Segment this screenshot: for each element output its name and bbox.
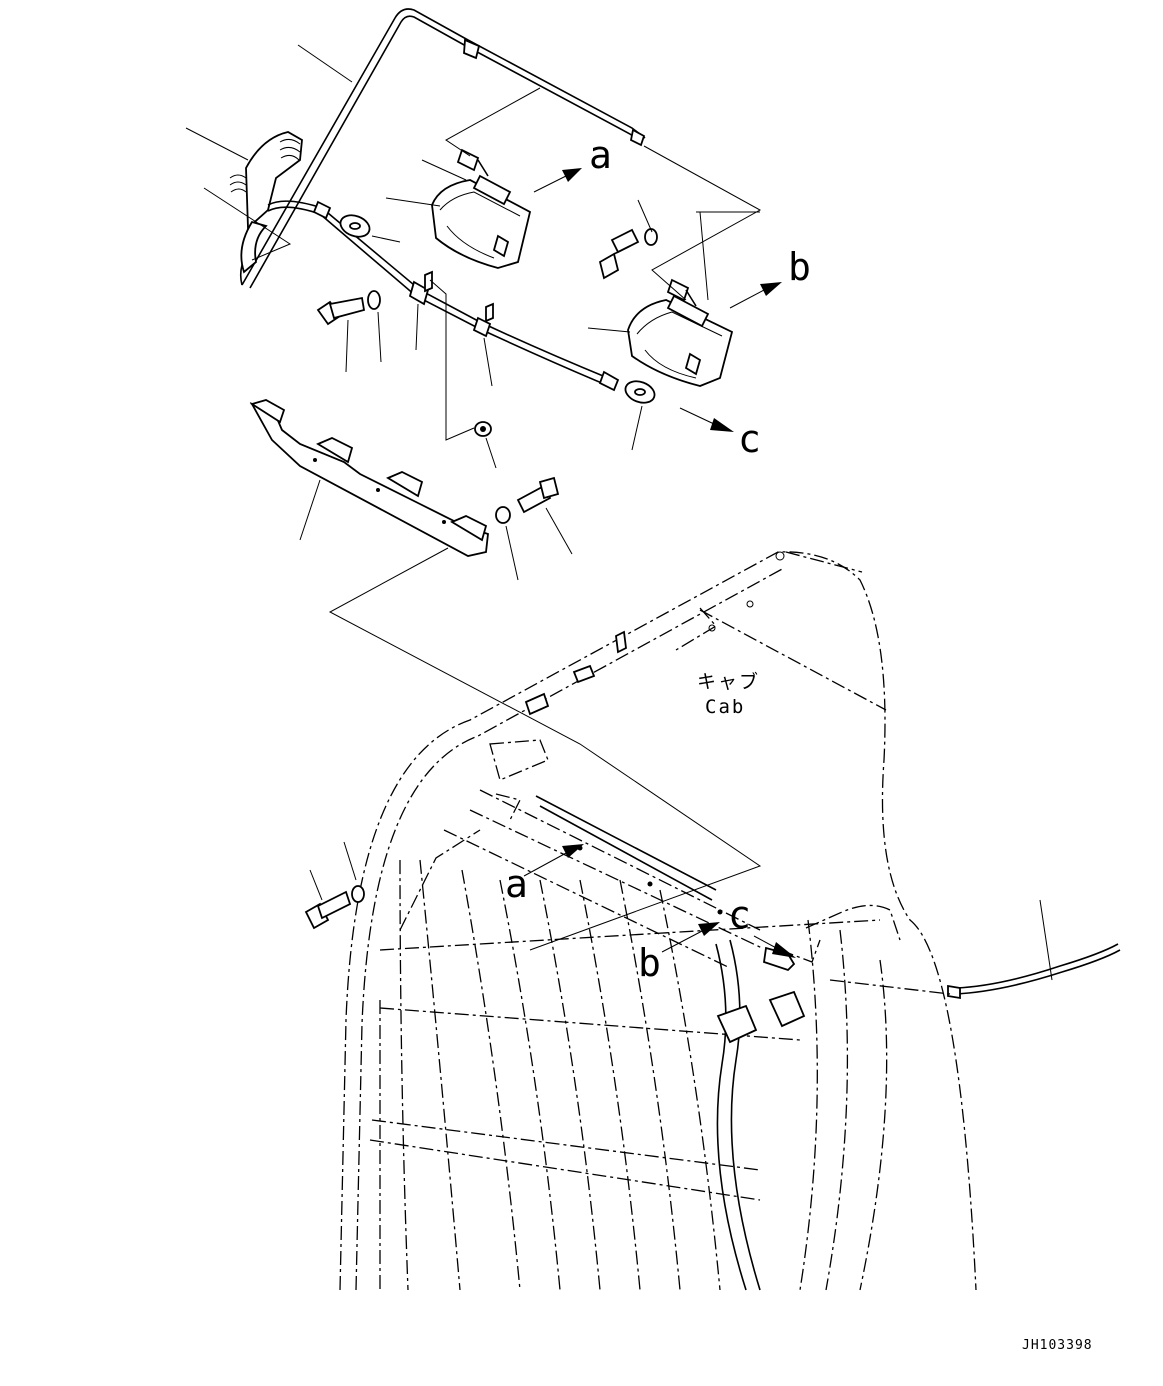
label-b-cab: b [638,941,661,985]
cab-frame [339,551,1121,1291]
guard-rod [239,8,646,289]
arrow-b [729,282,782,309]
washer-rail [495,506,511,524]
assembly-guide-lines [203,87,762,951]
bolt-lamp-b [598,228,640,280]
bolt-harness [316,296,366,326]
label-b: b [788,245,811,289]
work-lamp-a [431,148,532,269]
label-a: a [589,133,612,177]
mounting-bracket-left [229,131,303,274]
leader-lines [185,44,1053,981]
label-a-cab: a [505,862,528,906]
arrow-a [533,168,582,193]
washer-lamp-b [644,228,658,246]
cab-bolt [304,890,352,930]
label-c: c [738,417,761,461]
bolt-rail [516,476,560,514]
washer-harness [367,290,381,310]
work-lamp-b [627,278,734,387]
label-c-cab: c [728,893,751,937]
exploded-parts-group [185,8,1053,981]
grommet-lower-hole [634,388,646,396]
wiring-harness [267,200,620,392]
lamp-mounting-rail [249,399,489,557]
nut-hole [480,426,486,432]
grommet-upper-hole [349,222,361,230]
drawing-code: JH103398 [1022,1338,1093,1353]
cab-washer [351,885,365,903]
cab-label-en: Cab [705,696,745,718]
arrow-c [679,407,734,432]
cab-label-jp: キャブ [697,670,760,693]
